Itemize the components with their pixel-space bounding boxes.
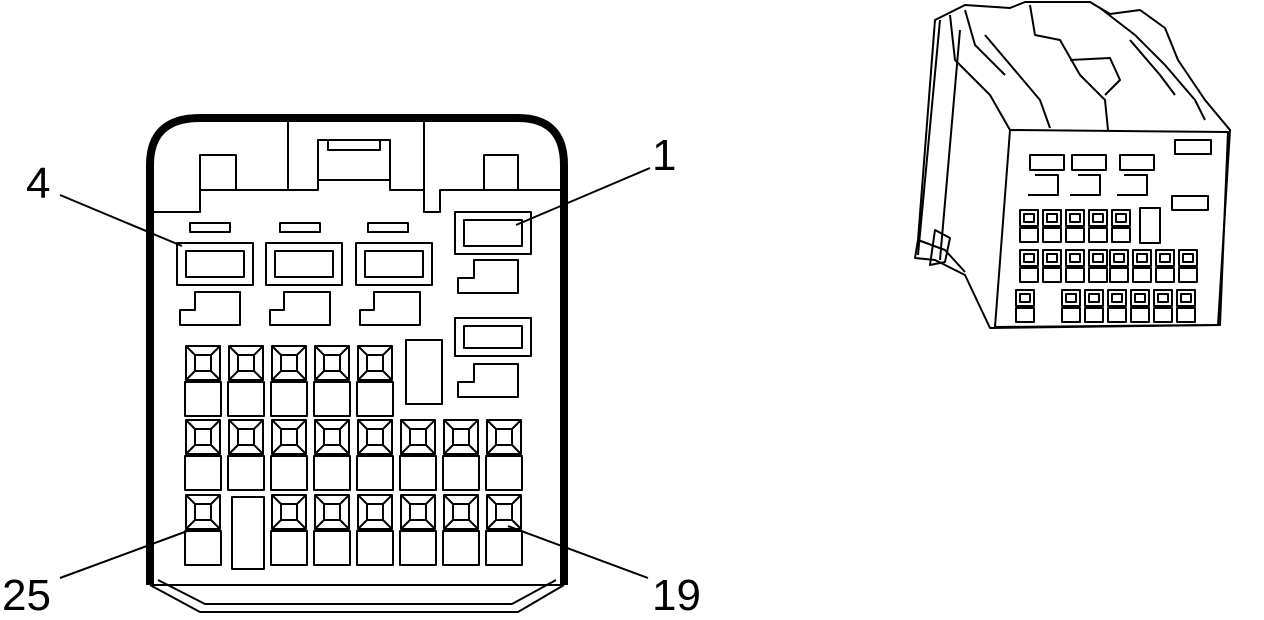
iso-small-cavity [1061,289,1081,323]
small-cavity [184,494,222,566]
small-cavity [270,345,308,417]
latch-detail [317,139,391,180]
small-cavity [270,419,308,491]
small-cavity [399,494,437,566]
large-cavity [355,242,433,326]
iso-small-cavity [1111,209,1131,243]
pin-label-25: 25 [2,571,51,620]
slot-indicator [279,222,321,233]
blank-cavity [405,339,443,405]
small-cavity [442,419,480,491]
iso-small-cavity [1084,289,1104,323]
iso-small-cavity [1065,209,1085,243]
large-cavity-pin-1 [454,211,532,294]
connector-bottom-lip [149,584,565,613]
small-cavity [442,494,480,566]
connector-face-view [146,114,568,613]
latch-housing-outline [150,118,289,213]
iso-small-cavity [1019,249,1039,283]
small-cavity [227,419,265,491]
iso-small-cavity [1042,209,1062,243]
iso-small-cavity [1015,289,1035,323]
pin-label-19: 19 [652,571,701,620]
large-cavity [176,242,254,326]
iso-small-cavity-grid [1015,209,1198,323]
iso-small-cavity [1155,249,1175,283]
iso-small-cavity [1107,289,1127,323]
small-cavity [184,345,222,417]
iso-small-cavity [1088,209,1108,243]
small-cavity [356,494,394,566]
iso-small-cavity [1153,289,1173,323]
iso-small-cavity [1065,249,1085,283]
iso-face-outline [994,129,1229,328]
iso-small-cavity [1176,289,1196,323]
small-cavity [356,345,394,417]
small-cavity [227,345,265,417]
large-cavity [265,242,343,326]
iso-small-cavity [1088,249,1108,283]
connector-body-outline [146,114,568,585]
small-cavity [270,494,308,566]
callout-leaders [59,167,651,579]
iso-small-cavity [1178,249,1198,283]
small-cavity [313,494,351,566]
small-cavity [184,419,222,491]
small-cavity [313,345,351,417]
pin-label-1: 1 [652,131,676,180]
slot-indicator [189,222,231,233]
iso-small-cavity [1109,249,1129,283]
pin-label-4: 4 [26,159,50,208]
small-cavity [485,494,523,566]
blank-cavity [231,496,265,570]
large-cavity [454,317,532,398]
iso-small-cavity [1132,249,1152,283]
iso-small-cavity [1130,289,1150,323]
small-cavity-grid [184,345,523,566]
slot-indicator [367,222,409,233]
small-cavity [356,419,394,491]
small-cavity [313,419,351,491]
small-cavity [485,419,523,491]
iso-small-cavity [1019,209,1039,243]
small-cavity [399,419,437,491]
iso-small-cavity [1042,249,1062,283]
connector-isometric-view [914,1,1231,329]
